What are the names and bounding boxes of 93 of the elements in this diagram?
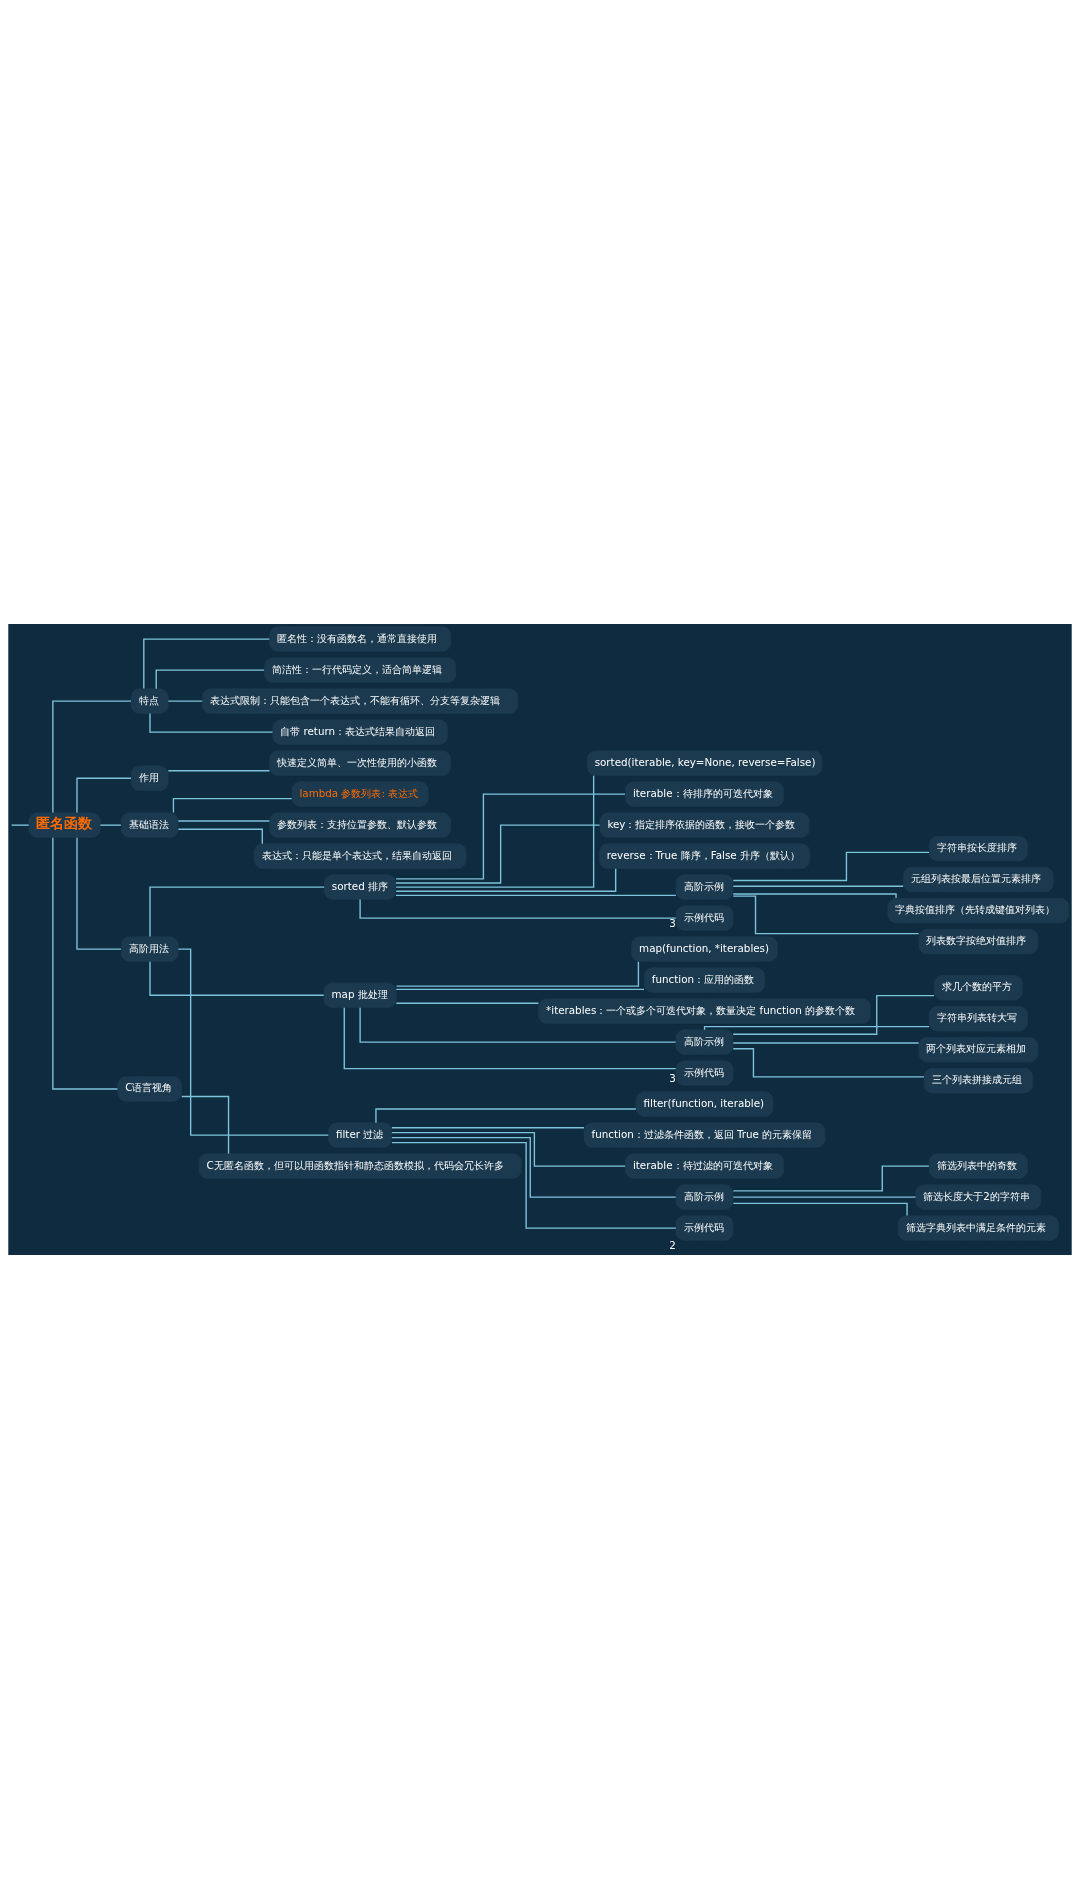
node-box: 筛选长度大于2的字符串 (915, 1183, 1042, 1210)
connector (76, 777, 132, 813)
node-box: 匿名函数 (28, 811, 101, 838)
connector (395, 823, 601, 884)
connector (177, 828, 263, 844)
connector (149, 960, 325, 996)
node-box: 筛选字典列表中满足条件的元素 (897, 1214, 1059, 1241)
node-box: sorted 排序 (323, 873, 397, 900)
node-box: 参数列表：支持位置参数、默认参数 (269, 811, 452, 838)
connector (391, 1141, 677, 1229)
connector (395, 960, 640, 987)
connector (76, 836, 122, 950)
node-box: sorted(iterable, key=None, reverse=False) (586, 749, 823, 776)
node-box: 高阶用法 (120, 935, 179, 962)
connector (52, 699, 132, 813)
node-box: 三个列表拼接成元组 (923, 1067, 1034, 1093)
connector (703, 1025, 930, 1030)
node-box: *iterables：一个或多个可迭代对象，数量决定 function 的参数个数 (538, 997, 871, 1024)
connector (10, 823, 30, 826)
node-box: 示例代码 (675, 1214, 734, 1241)
connector (52, 836, 119, 1090)
connector (395, 894, 677, 896)
connector (732, 1041, 920, 1044)
node-box: key：指定排序依据的函数，接收一个参数 (599, 811, 810, 838)
connector (149, 712, 274, 733)
node-box: 字符串按长度排序 (928, 835, 1028, 861)
node-box: 高阶示例 (675, 1028, 734, 1055)
connector (732, 1164, 930, 1192)
connector (359, 1006, 677, 1043)
node-box: 匿名性：没有函数名，通常直接使用 (269, 625, 452, 652)
connector (359, 898, 677, 919)
connector (732, 894, 920, 934)
node-box: lambda 参数列表: 表达式 (291, 780, 429, 807)
connector (732, 851, 930, 881)
node-box: 字符串列表转大写 (928, 1005, 1028, 1031)
connector (391, 1136, 677, 1198)
node-box: 两个列表对应元素相加 (918, 1036, 1039, 1062)
node-box: C语言视角 (117, 1075, 183, 1102)
connector (391, 1126, 585, 1128)
node-box: 简洁性：一行代码定义，适合简单逻辑 (264, 656, 457, 683)
connector (732, 1202, 908, 1216)
node-box: filter 过滤 (328, 1121, 393, 1148)
connector (167, 699, 203, 702)
node-box: 高阶示例 (675, 873, 734, 900)
node-label: 3 (669, 916, 676, 929)
node-box: map 批处理 (323, 982, 397, 1008)
connector (172, 797, 293, 813)
connector (395, 867, 617, 892)
connector (732, 885, 904, 887)
connector (181, 1095, 230, 1154)
connector (375, 1107, 637, 1123)
connector (732, 1195, 917, 1198)
connector (395, 988, 645, 990)
node-box: 作用 (130, 765, 169, 791)
connector (732, 994, 935, 1035)
connector (391, 1131, 626, 1167)
connector (732, 1047, 925, 1078)
node-box: 快速定义简单、一次性使用的小函数 (269, 749, 452, 776)
node-box: 列表数字按绝对值排序 (918, 928, 1039, 954)
connector (99, 823, 122, 826)
connector (395, 792, 626, 880)
node-box: iterable：待过滤的可迭代对象 (624, 1152, 785, 1179)
node-box: 高阶示例 (675, 1183, 734, 1210)
connector (167, 769, 271, 771)
node-box: reverse：True 降序，False 升序（默认） (598, 842, 811, 869)
node-box: 字典按值排序（先转成键值对列表） (887, 897, 1070, 923)
connector (395, 774, 595, 888)
node-box: filter(function, iterable) (635, 1090, 774, 1117)
node-box: function：过滤条件函数，返回 True 的元素保留 (583, 1121, 826, 1148)
node-box: 示例代码 (675, 1059, 734, 1086)
node-label: 3 (669, 1071, 676, 1084)
connector (149, 885, 325, 937)
node-box: 表达式限制：只能包含一个表达式，不能有循环、分支等复杂逻辑 (202, 687, 519, 714)
node-box: 表达式：只能是单个表达式，结果自动返回 (253, 842, 467, 869)
connector (155, 668, 265, 689)
connector (177, 819, 271, 822)
connector (395, 1002, 540, 1004)
node-box: 自带 return：表达式结果自动返回 (272, 718, 448, 745)
node-box: map(function, *iterables) (631, 935, 778, 962)
node-box: 元组列表按最后位置元素排序 (902, 866, 1054, 892)
connector (143, 637, 270, 689)
node-box: 基础语法 (120, 811, 179, 838)
node-box: 特点 (130, 687, 169, 714)
node-box: function：应用的函数 (643, 966, 766, 993)
node-box: 求几个数的平方 (933, 974, 1023, 1000)
connector (343, 1006, 677, 1069)
node-box: 示例代码 (675, 904, 734, 931)
connector (177, 947, 329, 1136)
node-box: C无匿名函数，但可以用函数指针和静态函数模拟，代码会冗长许多 (198, 1152, 522, 1179)
node-label: 2 (669, 1238, 676, 1251)
node-box: 筛选列表中的奇数 (928, 1152, 1028, 1179)
connector (732, 892, 897, 899)
node-box: iterable：待排序的可迭代对象 (624, 780, 785, 807)
